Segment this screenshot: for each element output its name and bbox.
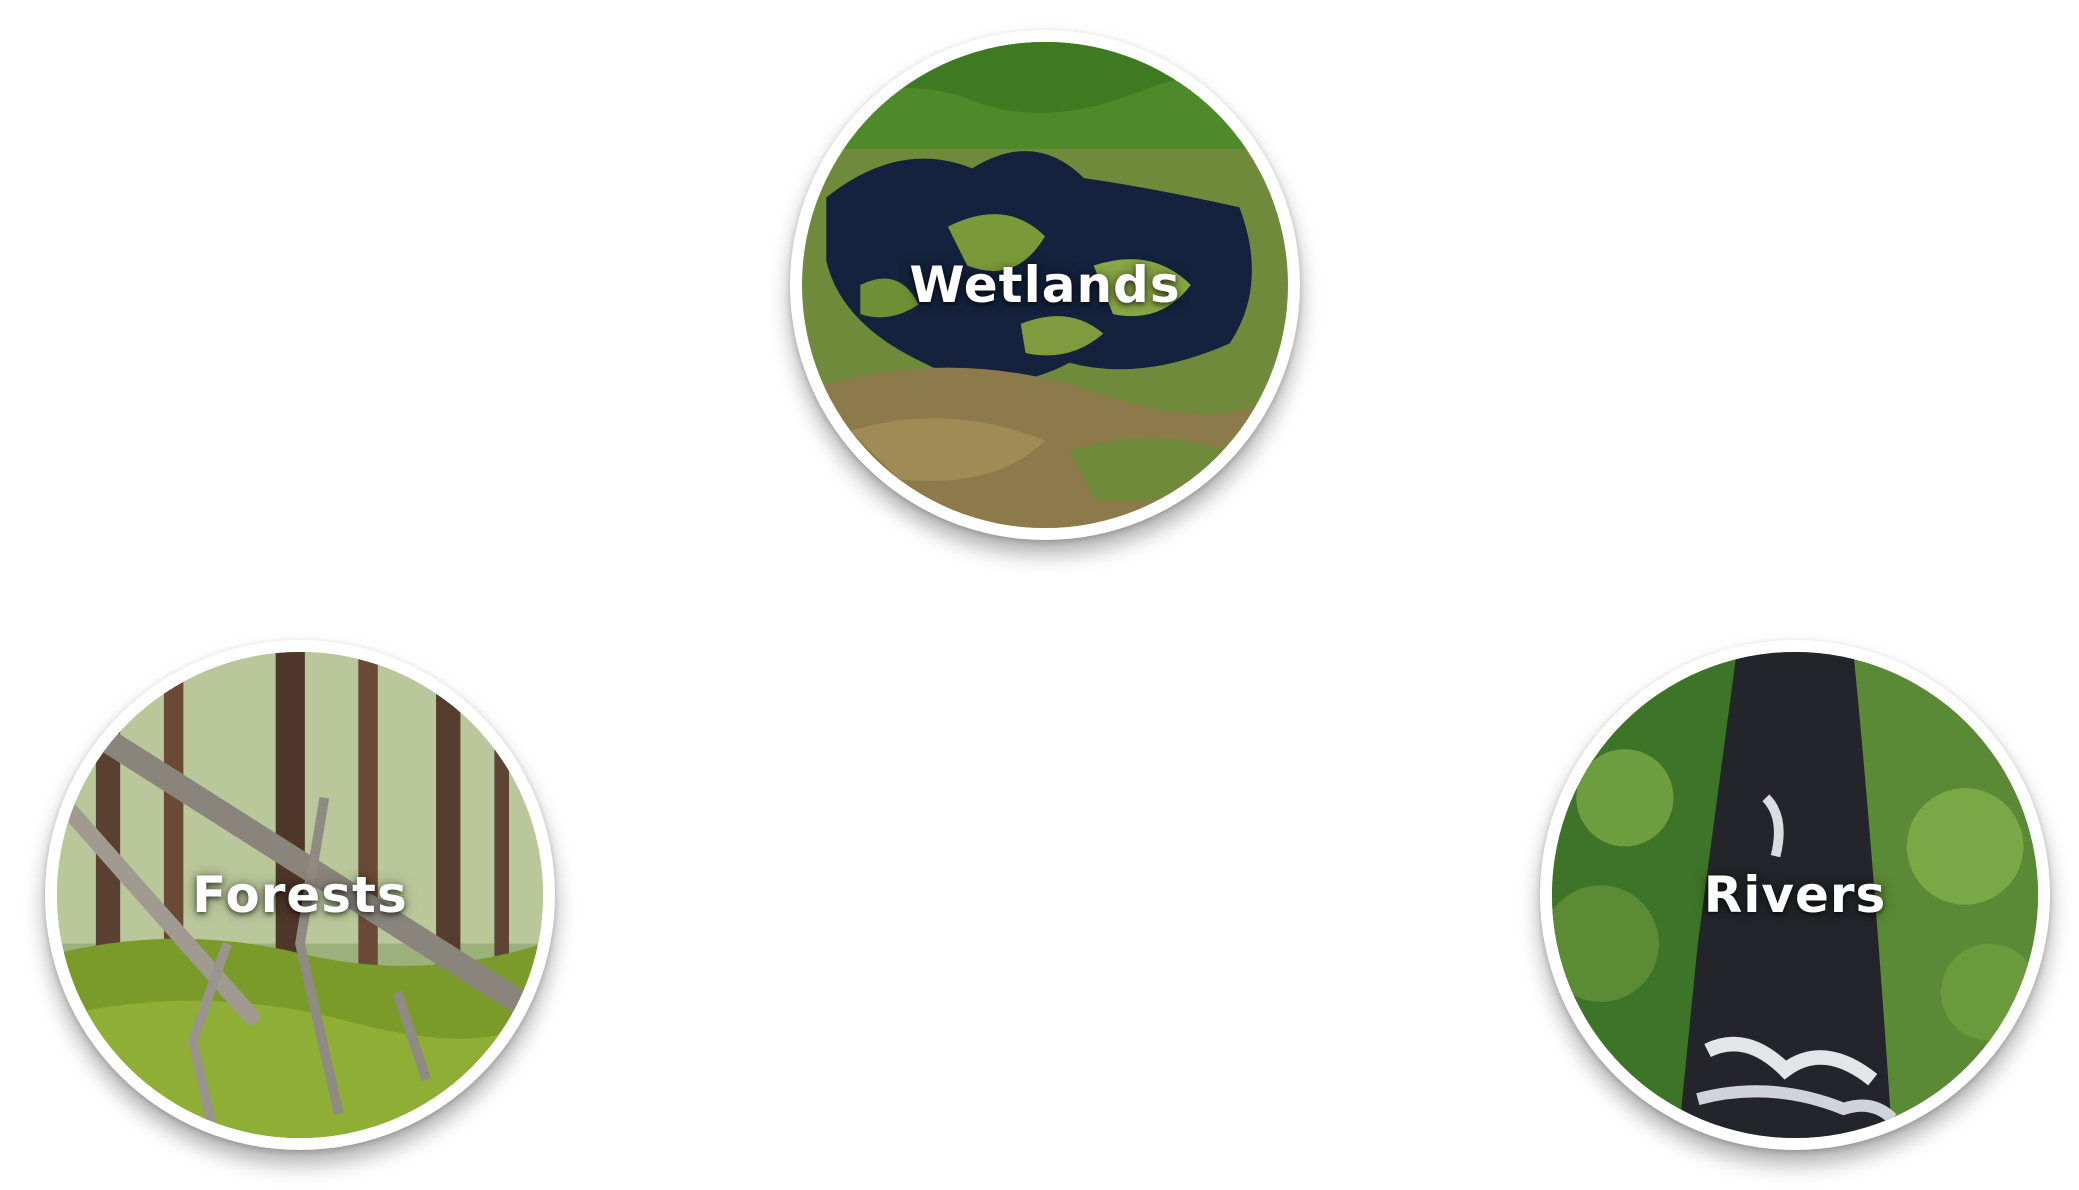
forests-image — [57, 652, 543, 1138]
rivers-link[interactable]: Rivers — [1540, 640, 2050, 1150]
wetlands-link[interactable]: Wetlands — [790, 30, 1300, 540]
wetlands-image — [802, 42, 1288, 528]
forests-link[interactable]: Forests — [45, 640, 555, 1150]
rivers-image — [1552, 652, 2038, 1138]
